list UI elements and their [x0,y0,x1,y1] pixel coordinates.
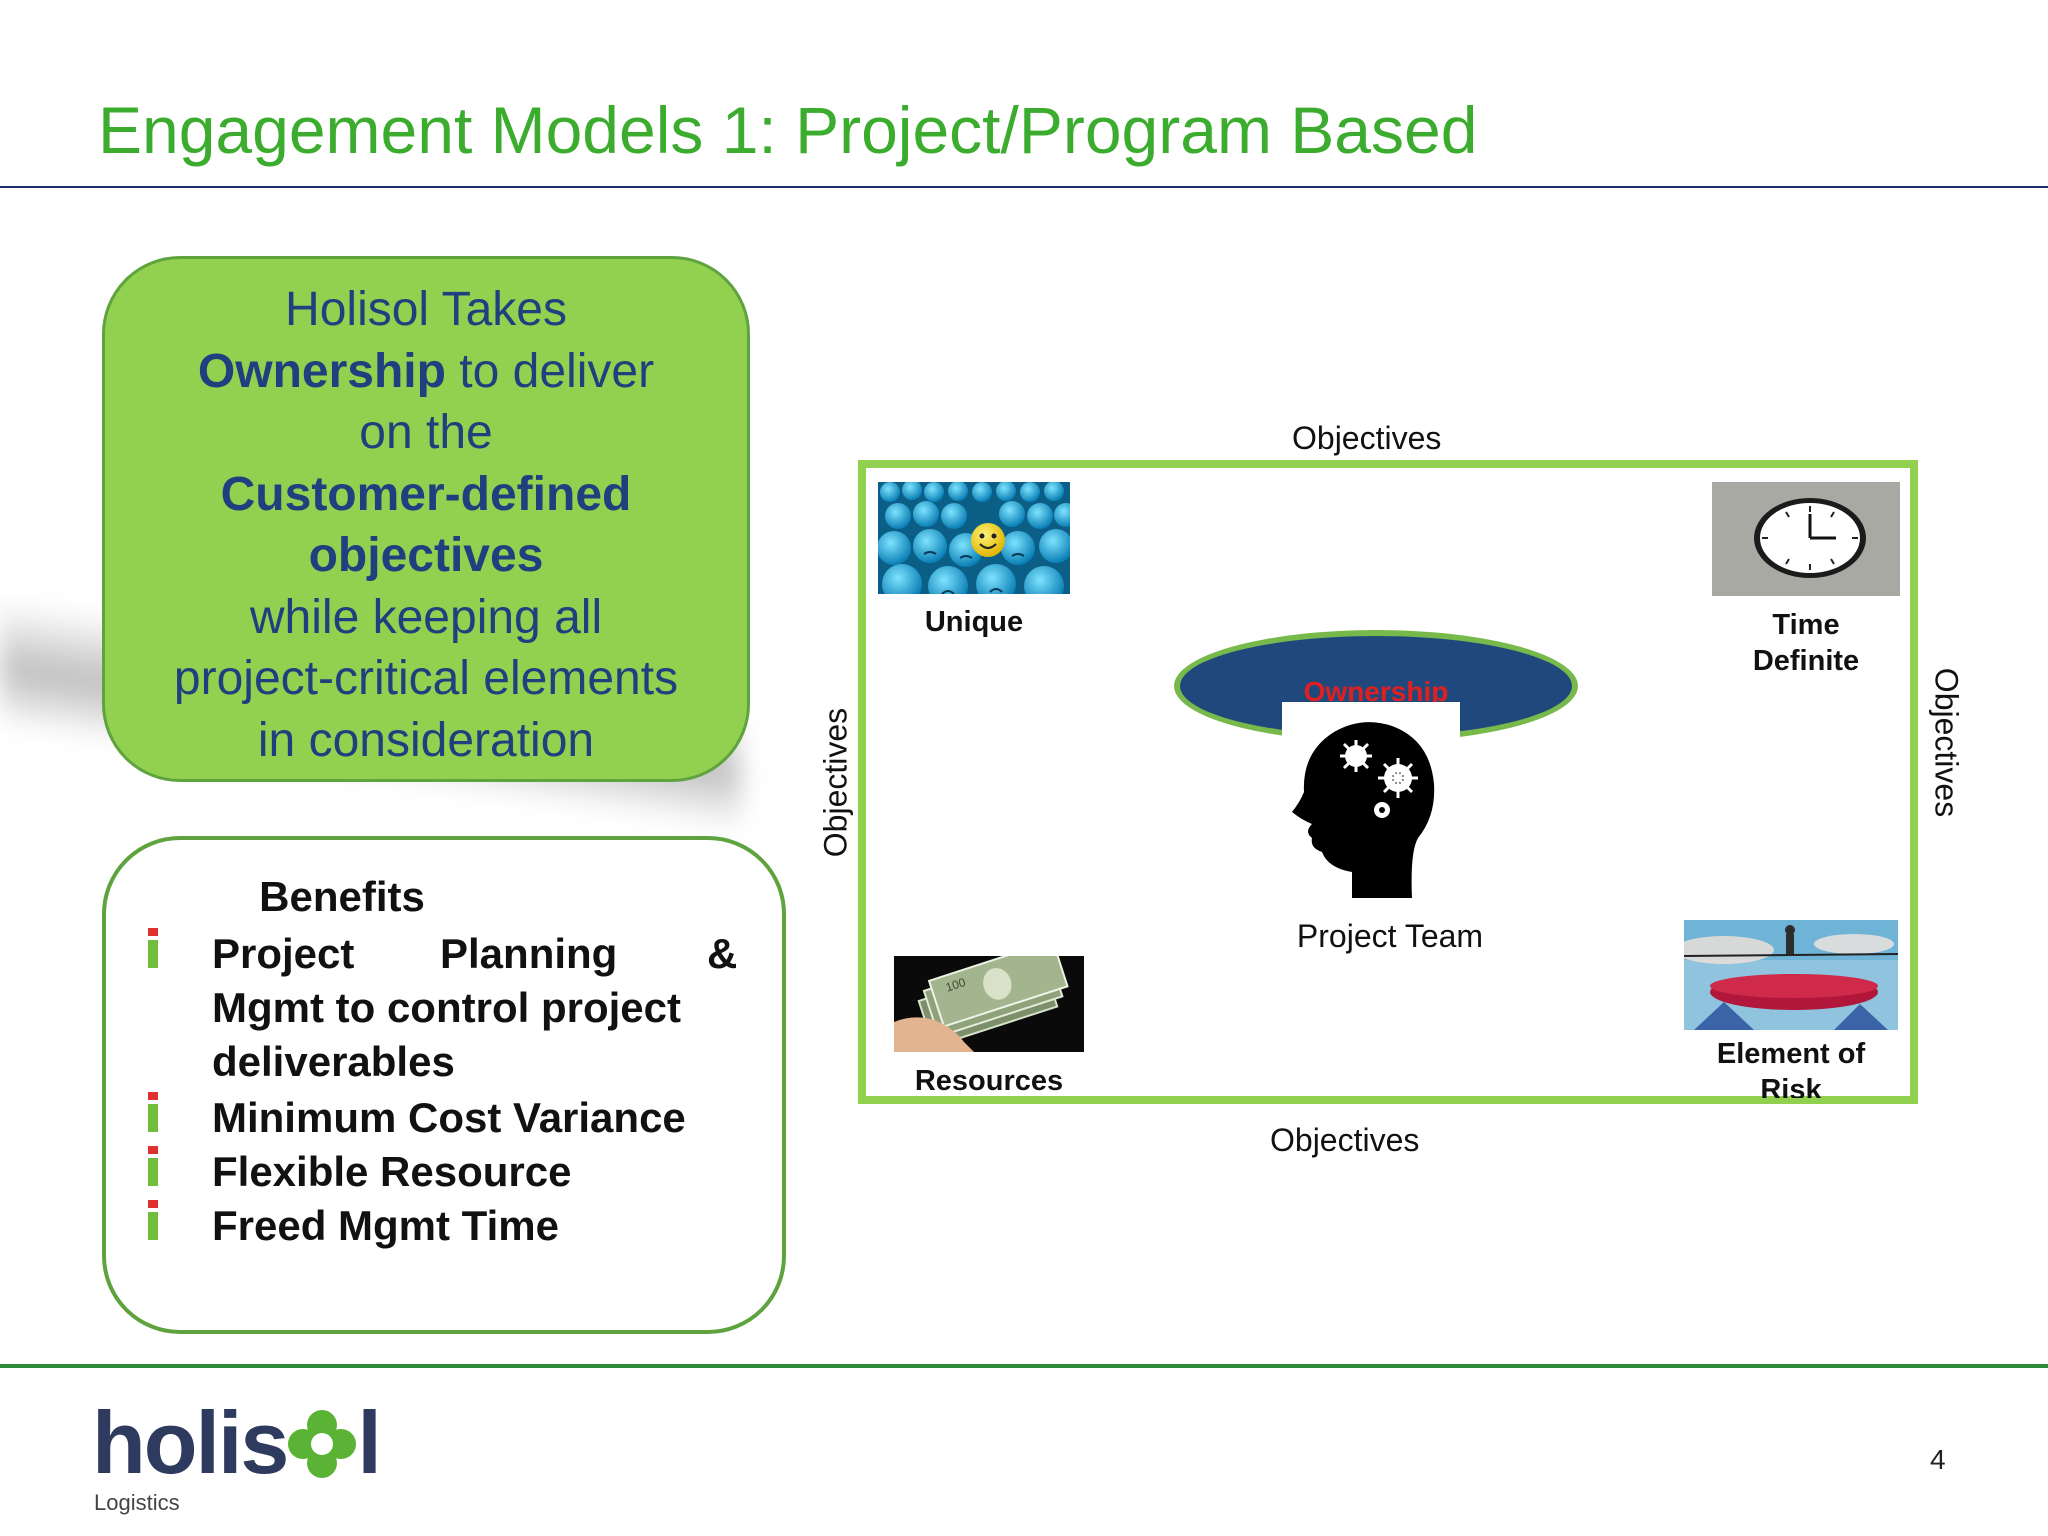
time-definite-label: Time Definite [1712,607,1900,679]
resources-label: Resources [914,1065,1064,1097]
benefit-word: & [707,930,738,977]
objectives-left-label: Objectives [817,707,854,858]
time-label-line: Time [1772,609,1840,641]
ownership-emphasis: objectives [308,529,544,582]
ownership-line: Holisol Takes [285,283,567,336]
ownership-line: Customer-defined [105,464,747,526]
money-image: 100 [894,956,1084,1052]
ownership-line-rest: to deliver [445,344,655,398]
bullet-icon [148,1200,158,1240]
bullet-icon [148,1146,158,1186]
bullet-icon [148,928,158,968]
benefit-word: Planning [440,930,618,977]
benefit-word: Project [212,930,355,977]
bullet-icon [148,1092,158,1132]
logo-text-end: l [357,1393,381,1492]
risk-label-line: Element of [1716,1038,1866,1070]
benefits-title: Benefits [259,873,425,920]
ownership-line: in consideration [257,713,595,767]
svg-text:100: 100 [944,975,968,995]
ownership-emphasis: Customer-defined [220,467,632,521]
logo-flower-icon [288,1410,357,1478]
benefit-item-1-line-3: deliverables [212,1038,455,1085]
footer-divider [0,1364,2048,1368]
unique-smiley-image [878,482,1070,594]
ownership-line: while keeping all [249,590,603,644]
clock-image [1712,482,1900,596]
title-divider [0,186,2048,188]
objectives-right-label: Objectives [1928,667,1965,818]
risk-label: Element of Risk [1684,1036,1898,1098]
page-number: 4 [1930,1444,1946,1475]
risk-tightrope-image [1684,920,1898,1030]
ownership-line: project-critical elements [173,652,679,705]
risk-label-line: Risk [1760,1074,1822,1098]
benefit-item-2: Minimum Cost Variance [212,1094,686,1141]
ownership-line: Ownership to deliver [105,341,747,403]
ownership-line: objectives [105,525,747,587]
benefit-item-4: Freed Mgmt Time [212,1202,559,1249]
time-label-line: Definite [1752,645,1860,677]
unique-label: Unique [924,606,1024,638]
ownership-line: on the [359,406,493,459]
objectives-frame [858,460,1918,1104]
benefit-item-1-line-2: Mgmt to control project [212,984,681,1031]
objectives-bottom-label: Objectives [1270,1122,1420,1158]
ownership-emphasis: Ownership [197,344,446,398]
logo-text: holis [92,1393,289,1492]
thinking-head-icon [1292,722,1435,898]
holisol-logo: holis l [92,1392,382,1494]
benefit-item-3: Flexible Resource [212,1148,572,1195]
ownership-statement-box: Holisol Takes Ownership to deliver on th… [102,256,750,782]
project-team-label: Project Team [1296,918,1484,954]
benefits-box [102,836,786,1334]
logo-subtitle: Logistics [94,1490,180,1515]
ownership-ellipse-label: Ownership [1303,676,1449,707]
slide-title: Engagement Models 1: Project/Program Bas… [98,93,1478,167]
objectives-top-label: Objectives [1292,420,1442,456]
